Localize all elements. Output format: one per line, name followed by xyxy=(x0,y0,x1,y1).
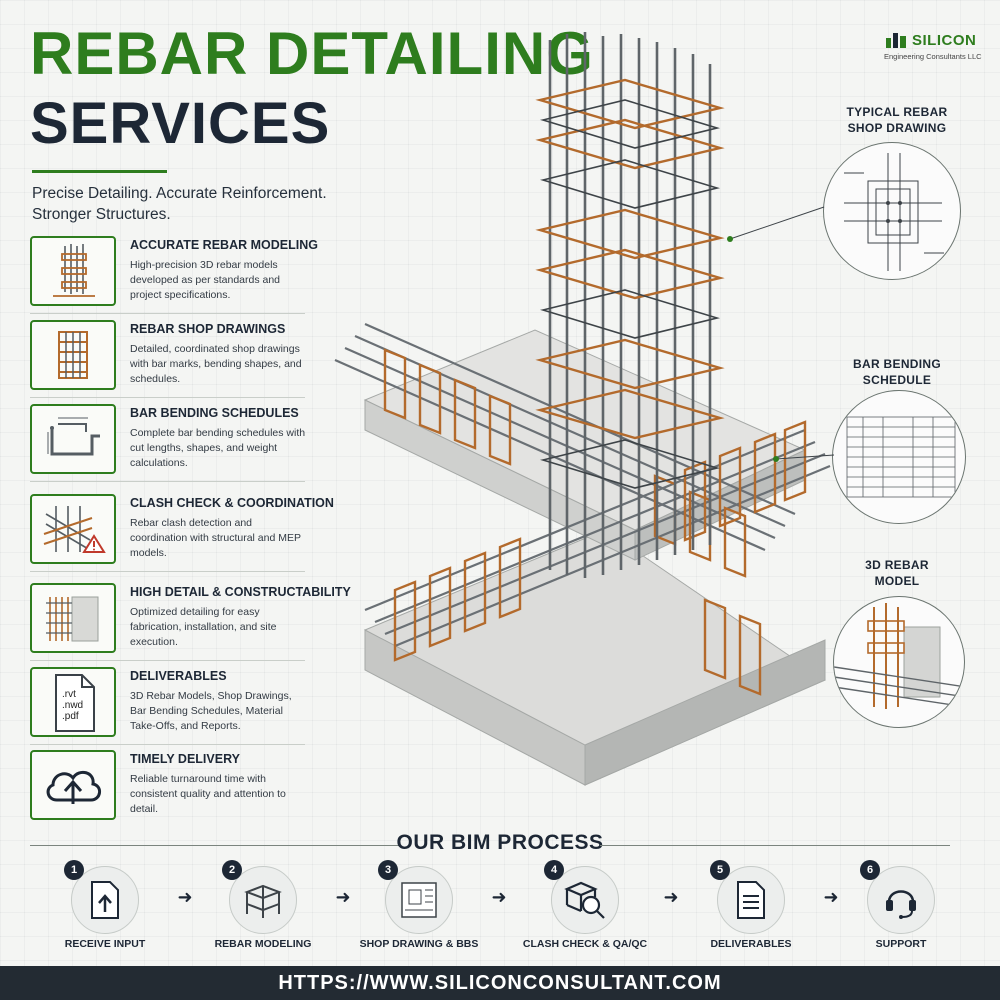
process-divider-left xyxy=(30,845,400,846)
process-step-rebar-modeling: 2 REBAR MODELING xyxy=(198,860,328,960)
callout-3d-model-label: 3D REBAR MODEL xyxy=(865,558,929,588)
structure-frame-icon xyxy=(229,866,297,934)
process-step-shop-drawing-bbs: 3 SHOP DRAWING & BBS xyxy=(354,860,484,960)
process-step-clash-check-qa: 4 CLASH CHECK & QA/QC xyxy=(520,860,650,960)
clash-warning-icon xyxy=(30,494,116,564)
shop-drawing-preview xyxy=(823,142,961,280)
logo-subtitle: Engineering Consultants LLC xyxy=(884,52,982,61)
callout-leader-line-2 xyxy=(773,454,835,462)
logo-name: SILICON xyxy=(912,32,977,49)
process-step-deliverables: 5 DELIVERABLES xyxy=(686,860,816,960)
feature-title: TIMELY DELIVERY xyxy=(130,752,240,766)
file-icon: .rvt .nwd .pdf xyxy=(30,667,116,737)
step-number: 2 xyxy=(222,860,242,880)
step-label: SUPPORT xyxy=(875,938,927,950)
bbs-table-sketch xyxy=(846,416,956,498)
feature-clash-check-coordination: CLASH CHECK & COORDINATION Rebar clash d… xyxy=(30,494,334,572)
feature-title: BAR BENDING SCHEDULES xyxy=(130,406,299,420)
feature-high-detail-constructability: HIGH DETAIL & CONSTRUCTABILITY Optimized… xyxy=(30,583,351,661)
step-label: RECEIVE INPUT xyxy=(64,938,146,950)
page-title-line2: SERVICES xyxy=(30,91,331,156)
feature-bar-bending-schedules: BAR BENDING SCHEDULES Complete bar bendi… xyxy=(30,404,305,482)
feature-timely-delivery: TIMELY DELIVERY Reliable turnaround time… xyxy=(30,750,305,828)
document-list-icon xyxy=(717,866,785,934)
3d-model-sketch xyxy=(834,603,964,709)
process-step-receive-input: 1 RECEIVE INPUT xyxy=(40,860,170,960)
page-title-line1: REBAR DETAILING xyxy=(30,20,594,87)
step-label: SHOP DRAWING & BBS xyxy=(359,938,479,950)
callout-leader-line-1 xyxy=(727,206,825,242)
feature-title: ACCURATE REBAR MODELING xyxy=(130,238,318,252)
title-divider xyxy=(32,170,167,173)
bbs-table-preview xyxy=(832,390,966,524)
step-number: 6 xyxy=(860,860,880,880)
logo-mark-icon xyxy=(886,33,906,48)
3d-model-preview xyxy=(833,596,965,728)
step-number: 3 xyxy=(378,860,398,880)
feature-description: Rebar clash detection and coordination w… xyxy=(130,517,301,559)
process-step-support: 6 SUPPORT xyxy=(836,860,966,960)
shop-drawing-sketch xyxy=(844,153,944,271)
feature-title: REBAR SHOP DRAWINGS xyxy=(130,322,286,336)
arrow-right-icon: ➜ xyxy=(663,887,679,907)
feature-description: Optimized detailing for easy fabrication… xyxy=(130,606,277,648)
arrow-right-icon: ➜ xyxy=(491,887,507,907)
step-label: DELIVERABLES xyxy=(710,938,792,950)
headset-icon xyxy=(867,866,935,934)
callout-shop-drawing-label: TYPICAL REBAR SHOP DRAWING xyxy=(846,105,948,135)
upload-document-icon xyxy=(71,866,139,934)
feature-deliverables: .rvt .nwd .pdf DELIVERABLES 3D Rebar Mod… xyxy=(30,667,305,745)
rebar-cage-icon xyxy=(30,236,116,306)
feature-description: Reliable turnaround time with consistent… xyxy=(130,773,286,815)
step-number: 4 xyxy=(544,860,564,880)
feature-description: Detailed, coordinated shop drawings with… xyxy=(130,343,302,385)
feature-title: HIGH DETAIL & CONSTRUCTABILITY xyxy=(130,585,351,599)
step-label: CLASH CHECK & QA/QC xyxy=(522,938,648,950)
feature-accurate-rebar-modeling: ACCURATE REBAR MODELING High-precision 3… xyxy=(30,236,318,314)
step-label: REBAR MODELING xyxy=(214,938,312,950)
wall-rebar-icon xyxy=(30,583,116,653)
company-logo: SILICON Engineering Consultants LLC xyxy=(884,30,994,66)
feature-description: High-precision 3D rebar models developed… xyxy=(130,259,281,301)
rebar-column-footing-illustration xyxy=(334,32,831,786)
bent-bar-icon xyxy=(30,404,116,474)
footer-url-link[interactable]: HTTPS://WWW.SILICONCONSULTANT.COM xyxy=(0,966,1000,1000)
inspect-box-icon xyxy=(551,866,619,934)
tagline: Precise Detailing. Accurate Reinforcemen… xyxy=(32,185,327,223)
drawing-sheet-icon xyxy=(385,866,453,934)
arrow-right-icon: ➜ xyxy=(177,887,193,907)
process-divider-right xyxy=(600,845,950,846)
feature-description: 3D Rebar Models, Shop Drawings, Bar Bend… xyxy=(130,690,292,732)
arrow-right-icon: ➜ xyxy=(823,887,839,907)
step-number: 5 xyxy=(710,860,730,880)
feature-rebar-shop-drawings: REBAR SHOP DRAWINGS Detailed, coordinate… xyxy=(30,320,305,398)
feature-title: CLASH CHECK & COORDINATION xyxy=(130,496,334,510)
process-title: OUR BIM PROCESS xyxy=(396,831,604,854)
feature-description: Complete bar bending schedules with cut … xyxy=(130,427,306,469)
callout-bbs-label: BAR BENDING SCHEDULE xyxy=(853,357,941,387)
feature-title: DELIVERABLES xyxy=(130,669,227,683)
arrow-right-icon: ➜ xyxy=(335,887,351,907)
cloud-upload-icon xyxy=(30,750,116,820)
rebar-column-icon xyxy=(30,320,116,390)
step-number: 1 xyxy=(64,860,84,880)
file-types: .rvt .nwd .pdf xyxy=(62,689,84,722)
